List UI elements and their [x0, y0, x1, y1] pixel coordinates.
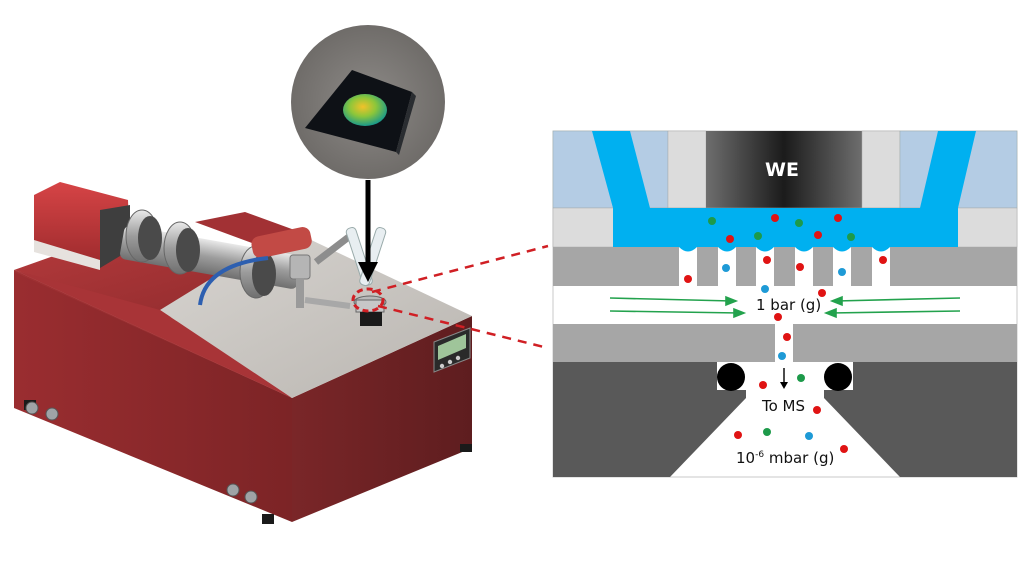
carrier-gas-arrows: [609, 295, 961, 319]
flange: [163, 221, 200, 275]
particles-blue: [722, 264, 846, 440]
o-ring-left: [717, 363, 745, 391]
lower-plate-left: [553, 324, 775, 362]
pressure-low-unit: mbar (g): [764, 449, 835, 467]
foot: [262, 514, 274, 524]
callout-line-upper: [371, 244, 549, 294]
cabinet-front: [14, 270, 292, 522]
fitting: [226, 483, 240, 497]
seal-left: [667, 130, 707, 209]
membrane-pores: [679, 247, 890, 286]
working-electrode-label: WE: [765, 159, 799, 181]
cabinet-top-red-front: [14, 270, 292, 398]
pressure-high-label: 1 bar (g): [756, 296, 822, 314]
iridescent-spot: [343, 94, 387, 126]
blue-hose: [198, 256, 269, 306]
lower-plate-right: [793, 324, 1017, 362]
fitting: [25, 401, 39, 415]
working-electrode: [706, 131, 862, 208]
o-ring-right: [824, 363, 852, 391]
vacuum-flange-left: [553, 362, 746, 477]
gauge-cylinder: [251, 227, 312, 259]
seal-right: [861, 130, 901, 209]
callout-line-lower: [377, 304, 549, 350]
pressure-low-base: 10: [736, 449, 756, 467]
to-ms-label: To MS: [762, 397, 806, 415]
flange: [125, 209, 162, 263]
pressure-low-exponent: -6: [755, 450, 765, 460]
instrument-illustration: [14, 25, 472, 524]
membrane-plate: [553, 247, 1017, 286]
foot: [460, 444, 472, 452]
particles-red: [684, 214, 887, 453]
particles-green: [708, 217, 855, 436]
pressure-low-label: 10-6 mbar (g): [736, 449, 834, 467]
vacuum-flange-right: [824, 362, 1017, 477]
electrolyte: [592, 131, 976, 247]
sample-inset-photo: [291, 25, 445, 179]
pointer-arrow-head: [358, 262, 378, 282]
callout-ring: [351, 287, 385, 313]
cabinet-side: [292, 316, 472, 522]
control-display: [433, 327, 471, 373]
fitting: [244, 490, 258, 504]
fitting: [45, 407, 59, 421]
